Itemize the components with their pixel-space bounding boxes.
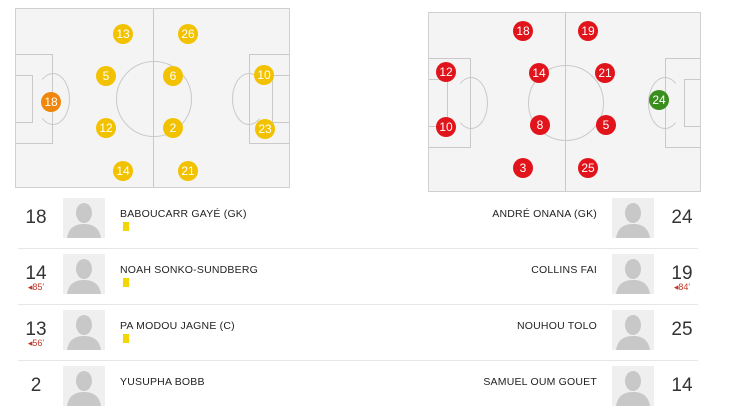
home-player-marker[interactable]: 6 [163, 66, 183, 86]
home-shirt-number: 18 [25, 207, 47, 228]
away-player-avatar [612, 254, 654, 294]
away-player-avatar [612, 310, 654, 350]
away-formation-pitch: 18 19 12 14 21 24 10 8 5 3 25 [428, 12, 701, 192]
away-player-marker[interactable]: 14 [529, 63, 549, 83]
avatar-placeholder-icon [616, 259, 650, 294]
avatar-placeholder-icon [67, 371, 101, 406]
right-penalty-arc [232, 73, 266, 125]
left-penalty-arc [36, 73, 70, 125]
home-player-marker[interactable]: 5 [96, 66, 116, 86]
home-player-marker[interactable]: 23 [255, 119, 275, 139]
yellow-card-icon [123, 278, 129, 287]
away-player-marker[interactable]: 19 [578, 21, 598, 41]
away-player-name[interactable]: SAMUEL OUM GOUET [483, 376, 597, 388]
right-penalty-arc [648, 77, 682, 129]
left-penalty-arc [454, 77, 488, 129]
right-goal-area [684, 79, 700, 127]
avatar-placeholder-icon [616, 203, 650, 238]
home-player-marker[interactable]: 21 [178, 161, 198, 181]
away-shirt-number: 14 [671, 375, 693, 396]
away-player-avatar [612, 198, 654, 238]
home-player-marker[interactable]: 13 [113, 24, 133, 44]
away-player-marker[interactable]: 5 [596, 115, 616, 135]
home-shirt-number: 2 [30, 375, 42, 396]
away-player-avatar [612, 366, 654, 406]
centre-circle [116, 61, 192, 137]
home-player-name[interactable]: NOAH SONKO-SUNDBERG [120, 264, 258, 276]
avatar-placeholder-icon [616, 315, 650, 350]
away-player-marker[interactable]: 10 [436, 117, 456, 137]
row-divider [18, 248, 698, 249]
avatar-placeholder-icon [67, 259, 101, 294]
centre-circle [528, 65, 604, 141]
away-player-marker[interactable]: 12 [436, 62, 456, 82]
yellow-card-icon [123, 334, 129, 343]
avatar-placeholder-icon [616, 371, 650, 406]
home-player-marker[interactable]: 10 [254, 65, 274, 85]
home-player-avatar [63, 366, 105, 406]
away-shirt-number: 24 [671, 207, 693, 228]
home-shirt-number: 13 [25, 319, 47, 340]
away-player-marker[interactable]: 3 [513, 158, 533, 178]
home-goalkeeper-marker[interactable]: 18 [41, 92, 61, 112]
row-divider [18, 360, 698, 361]
lineup-row: 14 ◂85' NOAH SONKO-SUNDBERG COLLINS FAI … [0, 252, 730, 302]
home-formation-pitch: 13 26 5 6 10 18 12 2 23 14 21 [15, 8, 290, 188]
home-player-marker[interactable]: 2 [163, 118, 183, 138]
home-player-name[interactable]: BABOUCARR GAYÉ (GK) [120, 208, 247, 220]
away-player-marker[interactable]: 8 [530, 115, 550, 135]
home-player-name[interactable]: YUSUPHA BOBB [120, 376, 205, 388]
away-player-name[interactable]: COLLINS FAI [531, 264, 597, 276]
home-player-avatar [63, 198, 105, 238]
home-player-marker[interactable]: 14 [113, 161, 133, 181]
away-player-marker[interactable]: 18 [513, 21, 533, 41]
home-player-avatar [63, 254, 105, 294]
home-player-marker[interactable]: 26 [178, 24, 198, 44]
left-goal-area [16, 75, 33, 123]
row-divider [18, 304, 698, 305]
lineup-row: 18 BABOUCARR GAYÉ (GK) ANDRÉ ONANA (GK) … [0, 196, 730, 246]
right-goal-area [272, 75, 289, 123]
away-player-name[interactable]: NOUHOU TOLO [517, 320, 597, 332]
away-player-marker[interactable]: 25 [578, 158, 598, 178]
home-player-avatar [63, 310, 105, 350]
lineup-row: 2 YUSUPHA BOBB SAMUEL OUM GOUET 14 [0, 364, 730, 412]
home-player-marker[interactable]: 12 [96, 118, 116, 138]
avatar-placeholder-icon [67, 203, 101, 238]
away-shirt-number: 25 [671, 319, 693, 340]
lineup-row: 13 ◂56' PA MODOU JAGNE (C) NOUHOU TOLO 2… [0, 308, 730, 358]
home-shirt-number: 14 [25, 263, 47, 284]
home-substitution-time: ◂56' [27, 338, 45, 348]
yellow-card-icon [123, 222, 129, 231]
away-substitution-time: ◂84' [673, 282, 691, 292]
away-player-marker[interactable]: 21 [595, 63, 615, 83]
away-shirt-number: 19 [671, 263, 693, 284]
away-goalkeeper-marker[interactable]: 24 [649, 90, 669, 110]
home-player-name[interactable]: PA MODOU JAGNE (C) [120, 320, 235, 332]
away-player-name[interactable]: ANDRÉ ONANA (GK) [492, 208, 597, 220]
avatar-placeholder-icon [67, 315, 101, 350]
home-substitution-time: ◂85' [27, 282, 45, 292]
